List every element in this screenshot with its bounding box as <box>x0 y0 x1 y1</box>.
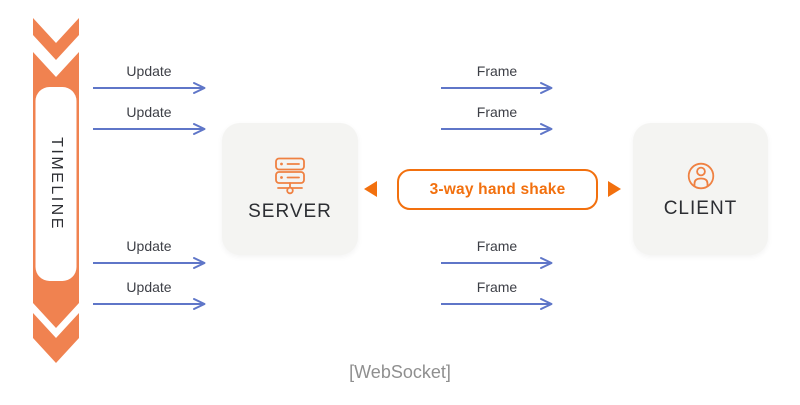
arrow-head-icon <box>540 257 553 269</box>
server-node: SERVER <box>222 123 358 255</box>
update-arrow-2 <box>93 123 206 135</box>
server-icon <box>275 157 305 194</box>
handshake-badge: 3-way hand shake <box>397 169 598 210</box>
frame-arrow-1 <box>441 82 553 94</box>
frame-arrow-2 <box>441 123 553 135</box>
frame-label-3: Frame <box>476 238 518 254</box>
frame-label-2: Frame <box>476 104 518 120</box>
timeline-label-panel <box>35 87 77 281</box>
client-label: CLIENT <box>663 197 738 219</box>
client-node: CLIENT <box>633 123 768 255</box>
update-label-3: Update <box>126 238 172 254</box>
update-arrow-1 <box>93 82 206 94</box>
arrow-head-icon <box>193 82 206 94</box>
arrow-head-icon <box>540 82 553 94</box>
update-arrow-4 <box>93 298 206 310</box>
update-label-1: Update <box>126 63 172 79</box>
arrow-head-icon <box>193 298 206 310</box>
arrow-head-icon <box>540 123 553 135</box>
user-icon <box>687 162 714 189</box>
update-label-2: Update <box>126 104 172 120</box>
timeline-top-chevron-icon <box>33 18 79 60</box>
update-label-4: Update <box>126 279 172 295</box>
arrow-head-icon <box>540 298 553 310</box>
timeline-bottom-chevron-icon <box>33 313 79 363</box>
diagram-caption: [WebSocket] <box>349 362 451 382</box>
frame-arrow-3 <box>441 257 553 269</box>
update-arrow-3 <box>93 257 206 269</box>
arrow-head-icon <box>193 257 206 269</box>
frame-arrow-4 <box>441 298 553 310</box>
server-label: SERVER <box>248 200 332 222</box>
handshake-triangle-left-icon <box>364 181 377 197</box>
handshake-triangle-right-icon <box>608 181 621 197</box>
handshake-label: 3-way hand shake <box>429 180 566 198</box>
frame-label-4: Frame <box>476 279 518 295</box>
frame-label-1: Frame <box>476 63 518 79</box>
timeline-ribbon <box>33 18 79 363</box>
timeline-label: TIMELINE <box>48 137 65 231</box>
arrow-head-icon <box>193 123 206 135</box>
